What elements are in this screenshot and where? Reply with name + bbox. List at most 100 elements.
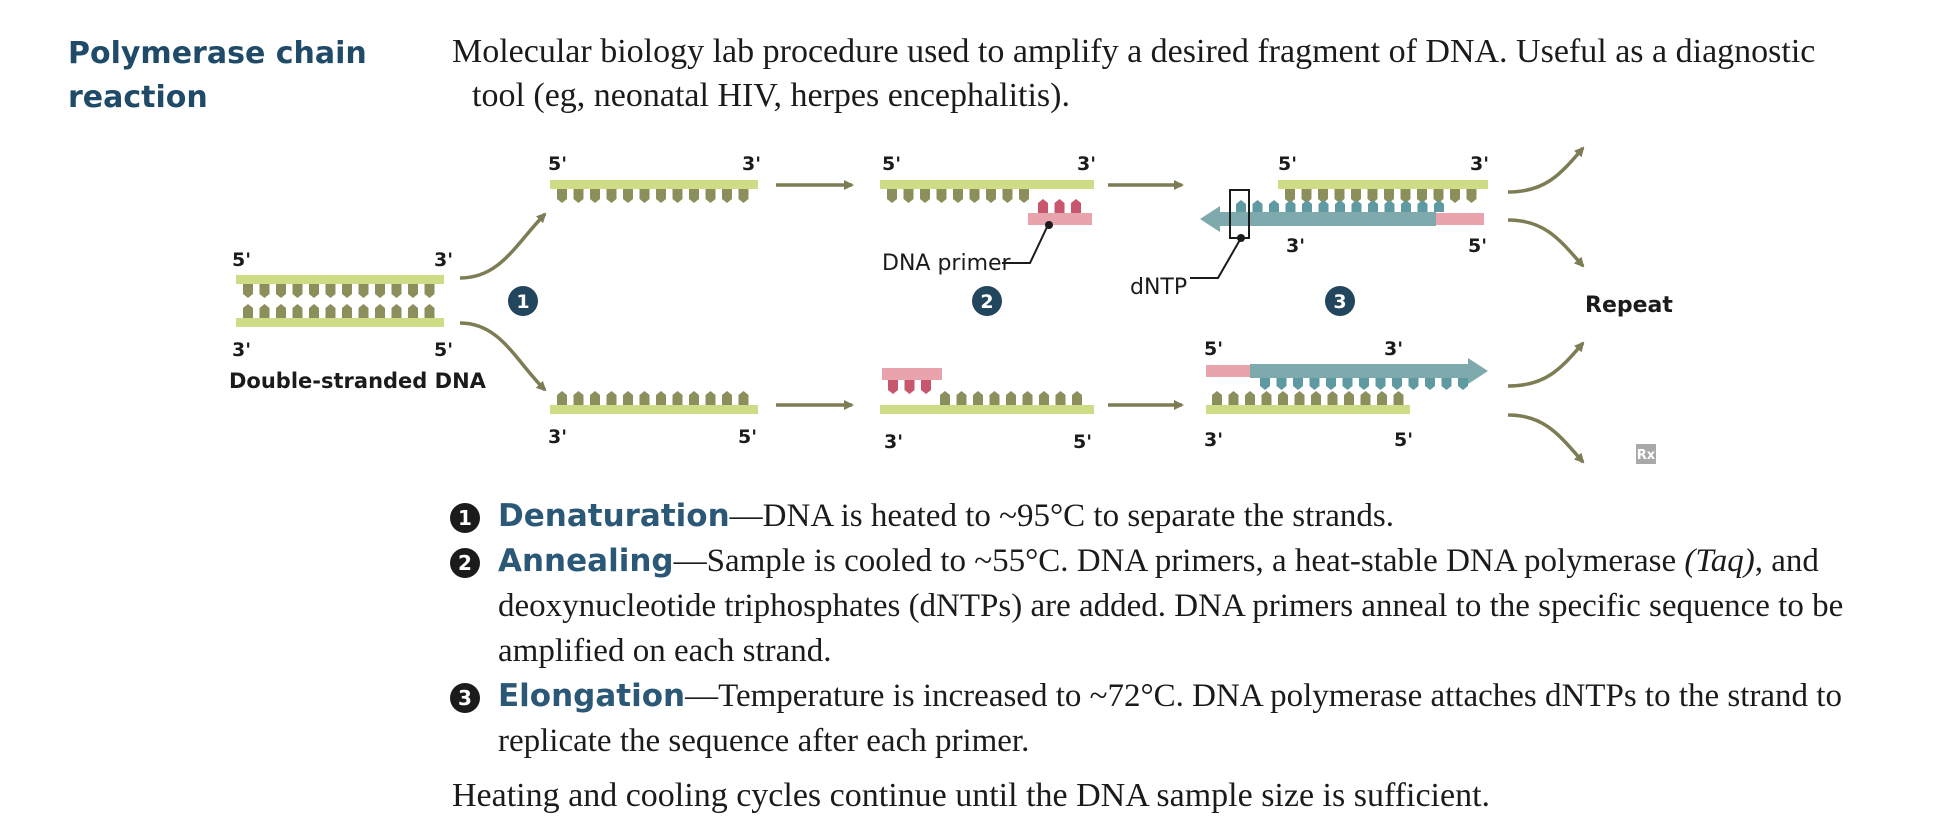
nucleotide-base <box>956 391 967 405</box>
nucleotide-base <box>1417 200 1428 212</box>
step3-bottom-strand: 5' 3' 3' 5' <box>1204 338 1488 451</box>
nucleotide-base <box>1301 189 1312 203</box>
closing-sentence: Heating and cooling cycles continue unti… <box>452 777 1491 814</box>
step-text: —DNA is heated to ~95°C to separate the … <box>729 498 1394 534</box>
nucleotide-base <box>639 391 650 405</box>
nucleotide-base <box>325 304 336 318</box>
nucleotide-base <box>1458 378 1468 390</box>
ds-label-5-top: 5' <box>232 249 251 271</box>
nucleotide-base <box>1276 378 1287 390</box>
svg-text:5': 5' <box>738 426 757 448</box>
nucleotide-base <box>1401 200 1411 212</box>
dntp-callout: dNTP <box>1130 189 1250 300</box>
nucleotide-base <box>623 391 633 405</box>
step-term: Denaturation <box>498 498 730 534</box>
ds-top-strand <box>236 275 444 284</box>
repeat-arrow-2 <box>1507 218 1585 268</box>
nucleotide-base <box>1236 200 1246 212</box>
repeat-arrow-4 <box>1507 413 1585 464</box>
nucleotide-base <box>936 189 947 203</box>
step1-bottom-strand: 3' 5' <box>548 391 758 448</box>
svg-text:3': 3' <box>1384 338 1403 360</box>
intro-line-1: Molecular biology lab procedure used to … <box>452 33 1816 70</box>
svg-text:3': 3' <box>1470 153 1489 175</box>
svg-text:3': 3' <box>1286 235 1305 257</box>
svg-text:5': 5' <box>1468 235 1487 257</box>
nucleotide-base <box>672 391 683 405</box>
nucleotide-base <box>342 304 352 318</box>
nucleotide-base <box>920 189 930 203</box>
step-term: Elongation <box>498 678 686 714</box>
nucleotide-base <box>1039 391 1049 405</box>
nucleotide-base <box>358 304 369 318</box>
nucleotide-base <box>1054 199 1065 213</box>
nucleotide-base <box>1425 378 1435 390</box>
nucleotide-base <box>1400 189 1411 203</box>
svg-text:Rx: Rx <box>1637 448 1656 463</box>
nucleotide-base <box>689 189 699 203</box>
nucleotide-base <box>1375 378 1386 390</box>
nucleotide-base <box>1344 391 1354 405</box>
nucleotide-base <box>639 189 650 203</box>
nucleotide-base <box>1294 391 1305 405</box>
nucleotide-base <box>1393 391 1404 405</box>
nucleotide-base <box>1342 378 1353 390</box>
branch-arrow-down <box>459 321 547 392</box>
nucleotide-base <box>1433 189 1444 203</box>
step-number-1: 1 <box>450 503 480 533</box>
nucleotide-base <box>606 189 617 203</box>
nucleotide-base <box>375 284 385 298</box>
nucleotide-base <box>940 391 950 405</box>
nucleotide-base <box>1269 200 1279 212</box>
pcr-diagram: 5' 3' 3' 5' Double-stranded DNA 5' 3' 3'… <box>229 146 1673 464</box>
nucleotide-base <box>1392 378 1402 390</box>
nucleotide-base <box>1466 189 1477 203</box>
nucleotide-base <box>590 189 600 203</box>
dntp-label: dNTP <box>1130 275 1187 300</box>
nucleotide-base <box>573 391 584 405</box>
ds-label-5-bottom: 5' <box>434 339 453 361</box>
ds-bases-bottom <box>243 304 435 318</box>
nucleotide-base <box>1002 189 1013 203</box>
step3-top-strand: 5' 3' 3' 5' <box>1200 153 1489 257</box>
ds-bases-top <box>243 284 435 298</box>
nucleotide-base <box>424 304 435 318</box>
nucleotide-base <box>1367 189 1378 203</box>
repeat-arrow-1 <box>1507 146 1585 194</box>
nucleotide-base <box>705 391 716 405</box>
repeat-arrow-3 <box>1507 341 1585 388</box>
nucleotide-base <box>276 284 286 298</box>
nucleotide-base <box>1327 391 1338 405</box>
step2-top-strand: 5' 3' <box>880 153 1096 225</box>
step2-primer-top <box>1028 213 1092 225</box>
nucleotide-base <box>1334 189 1345 203</box>
step-denaturation: 1 Denaturation—DNA is heated to ~95°C to… <box>450 494 1870 539</box>
nucleotide-base <box>391 284 402 298</box>
dna-primer-label: DNA primer <box>882 251 1012 276</box>
nucleotide-base <box>375 304 385 318</box>
nucleotide-base <box>1368 200 1378 212</box>
nucleotide-base <box>259 304 270 318</box>
ds-label-3-bottom: 3' <box>232 339 251 361</box>
nucleotide-base <box>259 284 270 298</box>
intro-line-2: tool (eg, neonatal HIV, herpes encephali… <box>472 77 1070 114</box>
nucleotide-base <box>722 189 732 203</box>
nucleotide-base <box>342 284 352 298</box>
step-3-badge: 3 <box>1325 286 1355 316</box>
ds-label-3-top: 3' <box>434 249 453 271</box>
nucleotide-base <box>1318 200 1329 212</box>
step1-top-strand: 5' 3' <box>548 153 761 203</box>
step3-primer-top <box>1432 213 1484 225</box>
nucleotide-base <box>973 391 983 405</box>
svg-text:5': 5' <box>882 153 901 175</box>
nucleotide-base <box>408 304 418 318</box>
nucleotide-base <box>573 189 584 203</box>
dna-primer-callout: DNA primer <box>882 221 1053 276</box>
step-term: Annealing <box>498 543 674 579</box>
step-number-3: 3 <box>450 683 480 713</box>
nucleotide-base <box>1302 200 1312 212</box>
nucleotide-base <box>292 304 303 318</box>
nucleotide-base <box>986 189 996 203</box>
nucleotide-base <box>1384 189 1394 203</box>
nucleotide-base <box>408 284 418 298</box>
